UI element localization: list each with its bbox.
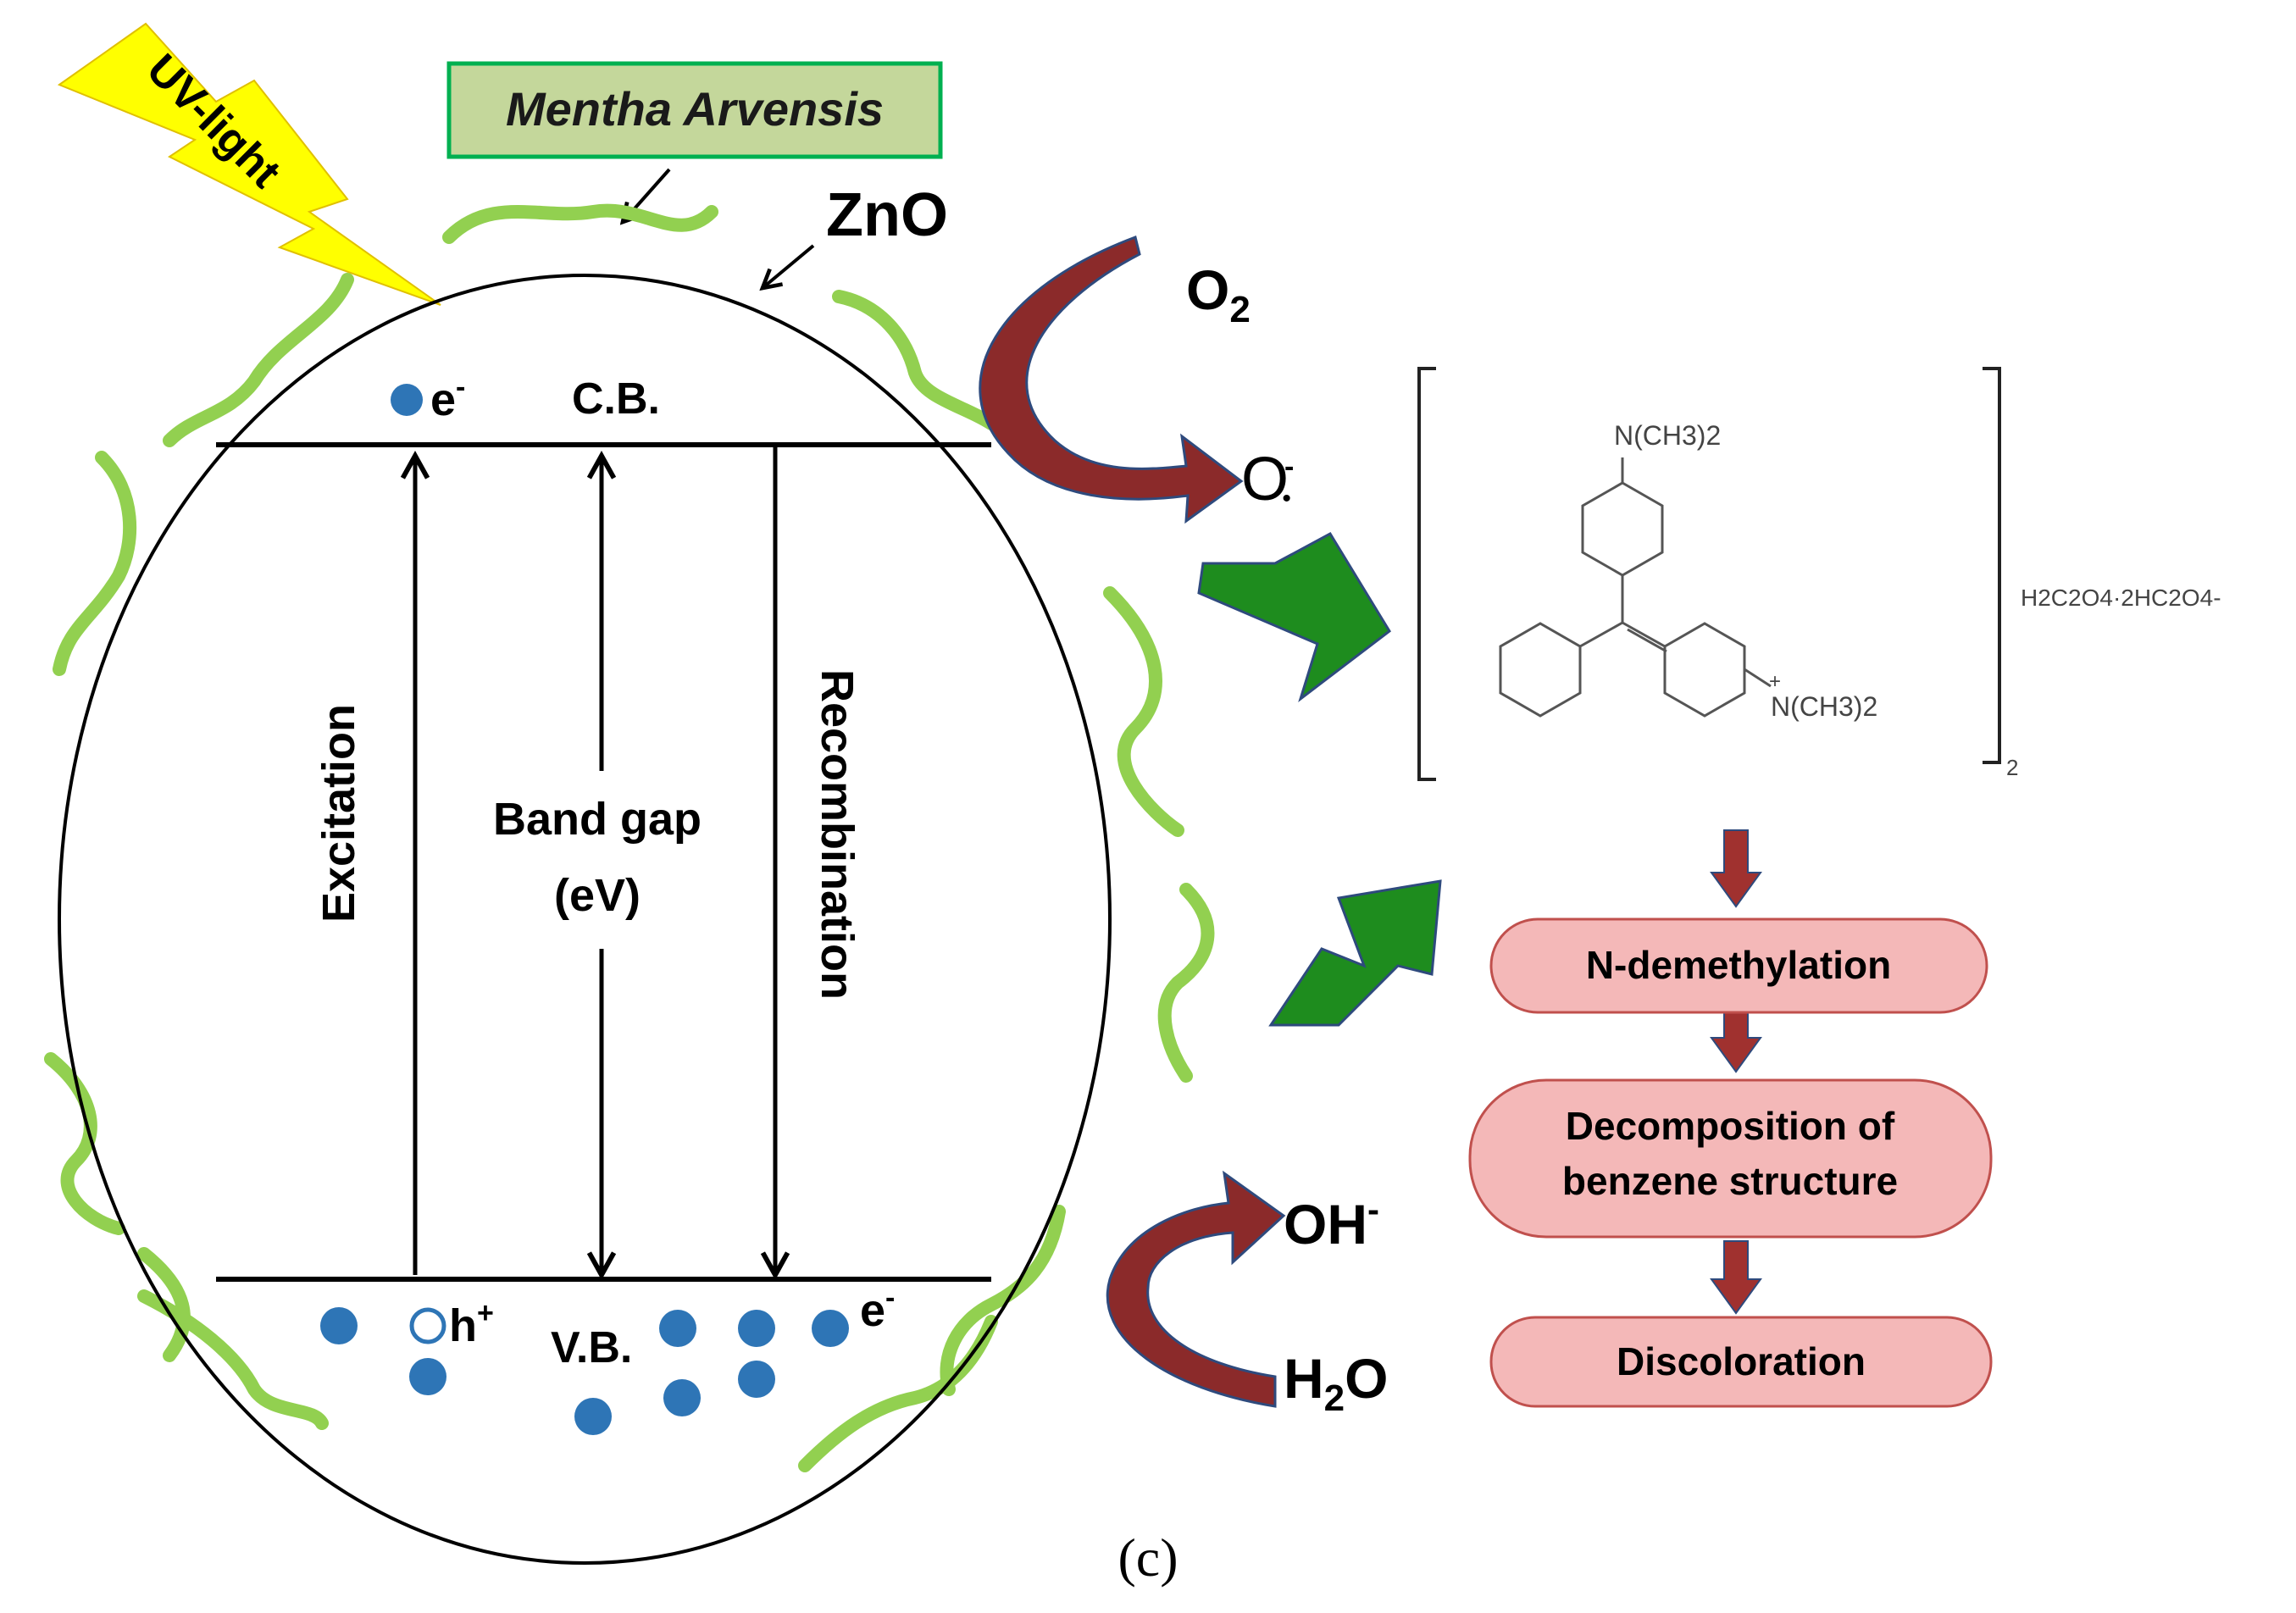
electron-dot [812,1310,849,1347]
plant-label: Mentha Arvensis [506,82,884,136]
left-bracket [1417,367,1436,781]
coating-strand [798,1315,998,1472]
coating-strand [137,1247,191,1362]
dark-red-curved-arrow [979,236,1244,524]
figure-caption: (c) [1117,1527,1178,1588]
electron-dot [663,1379,701,1416]
dye-structure [1417,367,2001,781]
coating-strand [53,451,137,676]
step-label-decomposition-1: Decomposition of [1566,1104,1895,1148]
hole-circle [409,1307,446,1344]
uv-light-bolt: UV-light [57,22,441,306]
electron-dot [391,384,423,416]
hydroxide-label: OH- [1284,1189,1379,1255]
excitation-label: Excitation [313,704,364,923]
down-arrow [1710,1240,1762,1315]
zno-particle [58,274,1112,1565]
benzene-ring-top [1581,481,1664,577]
coating-strand [1103,586,1184,837]
step-label-decomposition-2: benzene structure [1562,1159,1898,1203]
dye-top-group: N(CH3)2 [1614,420,1721,451]
vb-hole-label: h+ [449,1297,494,1351]
dye-charge: + [1769,670,1781,693]
oxygen-label: O2 [1186,258,1251,330]
electron-dot [659,1310,696,1347]
plant-coating [44,203,1215,1472]
dark-red-curved-arrow [1106,1170,1286,1408]
band-gap-label: Band gap [493,794,702,845]
valence-electrons [320,1307,849,1435]
quinoid-ring-right [1663,622,1746,718]
electron-dot [738,1361,775,1398]
bond [1744,668,1772,688]
electron-dot [738,1310,775,1347]
electron-dot [320,1307,358,1344]
coating-strand [163,273,354,447]
step-box-decomposition [1468,1078,1993,1239]
pathway-arrows [1710,829,1762,1315]
step-label-discoloration: Discoloration [1617,1339,1866,1383]
coating-strand [1157,883,1215,1083]
bond [1622,621,1666,648]
superoxide-label: O-• [1241,446,1294,513]
green-arrow-upper [1197,532,1391,703]
electron-dot [574,1398,612,1435]
dye-counter-ion: H2C2O4·2HC2O4- [2021,585,2221,611]
water-oxidation-arrow [1106,1170,1286,1408]
dye-right-group: N(CH3)2 [1771,691,1877,722]
vb-electron-label: e- [860,1282,895,1336]
plant-box: Mentha Arvensis [446,61,943,159]
coating-strand [442,203,718,244]
band-gap-unit: (eV) [554,870,641,921]
bond [1627,628,1667,653]
plant-box-frame [446,61,943,159]
recombination-label: Recombination [812,669,862,1000]
cb-label: C.B. [572,374,660,424]
right-bracket [1983,367,2001,764]
step-label-demethylation: N-demethylation [1586,943,1891,987]
zno-pointer-arrow [763,244,815,288]
bond [1579,621,1623,648]
benzene-ring-left [1499,622,1582,718]
zno-label: ZnO [826,181,948,249]
pathway-steps: N-demethylation Decomposition of benzene… [1468,917,1993,1408]
vb-label: V.B. [551,1323,632,1372]
step-box-discoloration [1489,1316,1993,1408]
lightning-icon [57,22,441,306]
green-arrow-lower [1268,879,1442,1027]
dye-bracket-sub: 2 [2006,755,2018,780]
coating-strand [44,1052,125,1235]
cb-electron-label: e- [430,371,465,425]
coating-strand [137,1289,329,1430]
water-label: H2O [1284,1347,1389,1419]
coating-strand [940,1205,1066,1396]
step-box-demethylation [1489,917,1988,1014]
electron-dot [409,1358,446,1395]
coating-strand [832,290,998,430]
down-arrow [1710,829,1762,908]
oxygen-reduction-arrow [979,236,1244,524]
